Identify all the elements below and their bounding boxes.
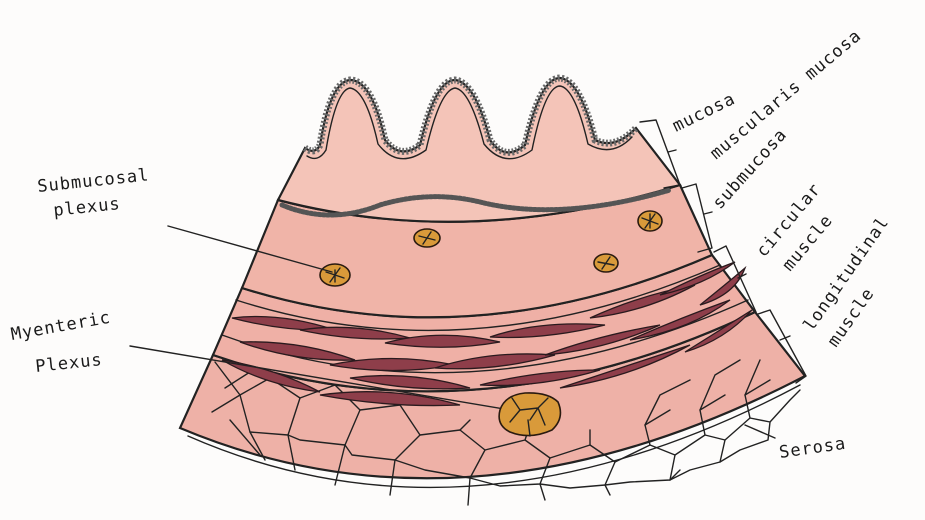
label-myenteric-plexus-1: Myenteric	[9, 308, 112, 345]
label-submucosal-plexus-1: Submucosal	[36, 165, 150, 197]
label-submucosal-plexus-2: plexus	[52, 194, 121, 221]
label-myenteric-plexus-2: Plexus	[34, 350, 103, 377]
label-serosa: Serosa	[778, 434, 848, 463]
myenteric-ganglion	[499, 393, 560, 436]
serosa-pointer	[745, 425, 775, 438]
